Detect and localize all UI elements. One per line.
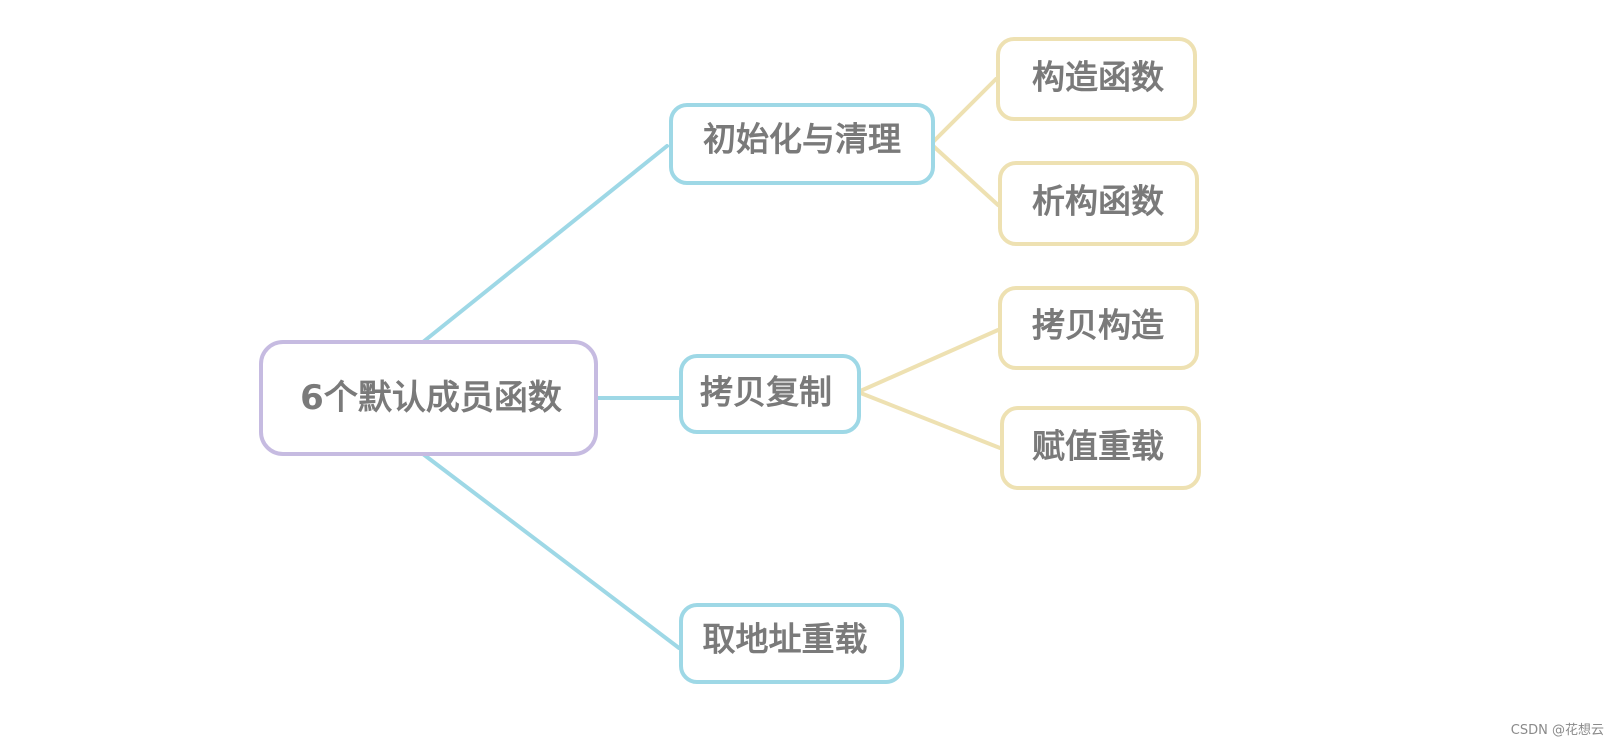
- branch-node-2[interactable]: 取地址重载: [679, 603, 904, 684]
- child-node-0-0[interactable]: 构造函数: [996, 37, 1197, 121]
- child-node-0-0-label: 构造函数: [1032, 58, 1165, 97]
- mindmap-edges: [421, 77, 1002, 650]
- child-node-0-1[interactable]: 析构函数: [998, 161, 1199, 246]
- branch-node-0[interactable]: 初始化与清理: [669, 103, 935, 185]
- child-node-0-1-box: [998, 161, 1199, 246]
- child-node-0-1-label: 析构函数: [1032, 182, 1165, 221]
- edge-root-branch-2: [421, 452, 681, 650]
- branch-node-2-box: [679, 603, 904, 684]
- root-node[interactable]: 6个默认成员函数: [259, 340, 598, 456]
- edge-branch-0-child-0: [929, 77, 998, 146]
- edge-branch-1-child-0: [856, 328, 1000, 394]
- child-node-1-1-label: 赋值重载: [1032, 427, 1164, 466]
- branch-node-1-label: 拷贝复制: [700, 373, 832, 412]
- child-node-1-0[interactable]: 拷贝构造: [998, 286, 1199, 370]
- watermark-text: CSDN @花想云: [1510, 723, 1604, 738]
- child-node-1-0-label: 拷贝构造: [1032, 306, 1164, 345]
- root-node-box: [259, 340, 598, 456]
- branch-node-1-box: [679, 354, 861, 434]
- child-node-1-1[interactable]: 赋值重载: [1000, 406, 1201, 490]
- branch-node-2-label: 取地址重载: [703, 620, 868, 659]
- root-node-label: 6个默认成员函数: [300, 378, 562, 418]
- branch-node-0-box: [669, 103, 935, 185]
- edge-root-branch-0: [421, 144, 669, 344]
- edge-branch-1-child-1: [856, 390, 1002, 450]
- child-node-1-1-box: [1000, 406, 1201, 490]
- branch-node-0-label: 初始化与清理: [703, 120, 901, 159]
- branch-node-1[interactable]: 拷贝复制: [679, 354, 861, 434]
- child-node-1-0-box: [998, 286, 1199, 370]
- edge-branch-0-child-1: [929, 142, 1000, 207]
- child-node-0-0-box: [996, 37, 1197, 121]
